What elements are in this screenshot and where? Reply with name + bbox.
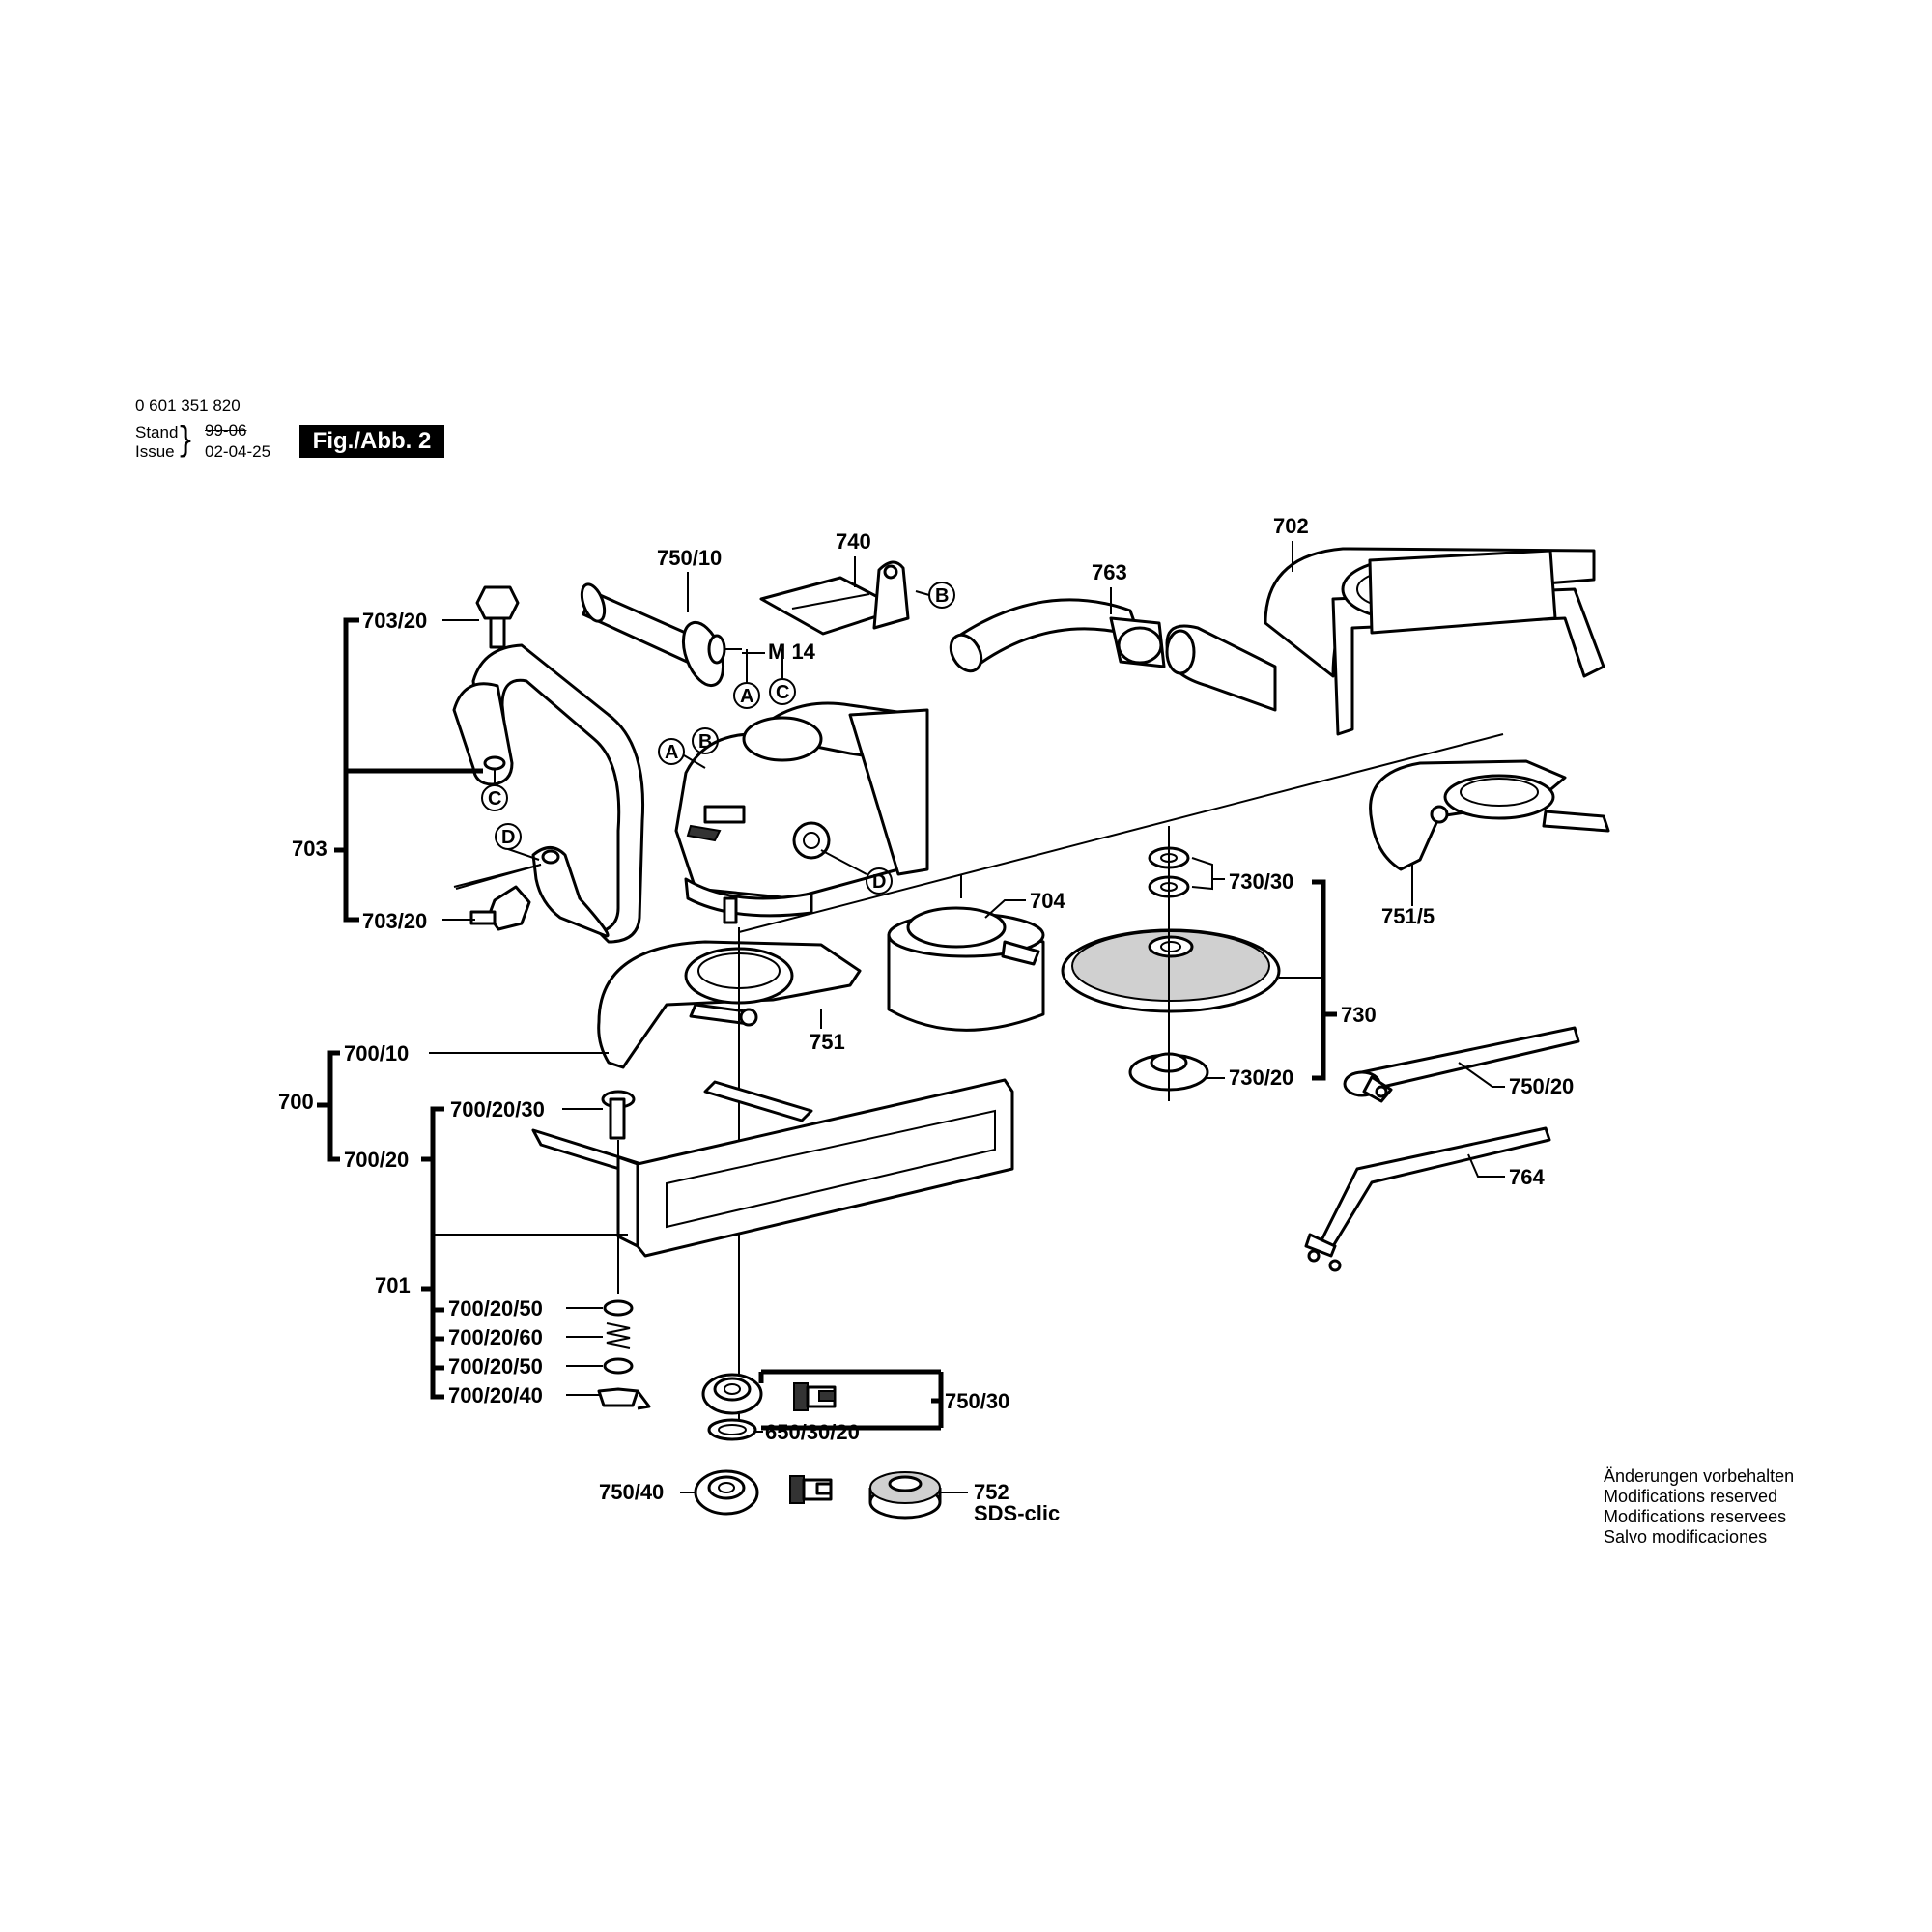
leaders-callouts: [494, 590, 930, 875]
callout-d-2: D: [866, 867, 893, 895]
label-751: 751: [810, 1030, 845, 1054]
bracket-750-30: [758, 1369, 944, 1431]
label-m14: M 14: [768, 639, 816, 664]
bolt-700-20-30: [601, 1090, 636, 1140]
notice-line-en: Modifications reserved: [1604, 1487, 1778, 1506]
part-number: 0 601 351 820: [135, 396, 241, 414]
label-751-5: 751/5: [1381, 904, 1435, 928]
flange-icon-750-40: [789, 1475, 833, 1504]
label-750-10: 750/10: [657, 546, 722, 570]
bracket-703: [334, 617, 483, 923]
label-702: 702: [1273, 514, 1309, 538]
side-handle-750-10: [580, 582, 742, 688]
nut-752-sds-clic: [868, 1471, 942, 1520]
label-704: 704: [1030, 889, 1065, 913]
label-764: 764: [1509, 1165, 1545, 1189]
leader-764: [1467, 1153, 1505, 1178]
leader-730-30: [1191, 857, 1225, 891]
label-700-20-50-b: 700/20/50: [448, 1354, 543, 1378]
issue-label: Issue: [135, 442, 175, 461]
label-700-10: 700/10: [344, 1041, 409, 1065]
svg-text:A: A: [665, 742, 678, 763]
figure-label: Fig./Abb. 2: [299, 425, 444, 458]
brace-glyph: }: [180, 418, 192, 458]
svg-text:D: D: [872, 871, 886, 893]
callout-b-2: B: [692, 727, 719, 754]
stand-value: 99-06: [205, 421, 247, 440]
svg-text:B: B: [698, 731, 712, 753]
label-750-30: 750/30: [945, 1389, 1009, 1413]
label-701: 701: [375, 1273, 411, 1297]
bolt-703-20-bottom: [469, 885, 531, 931]
callout-c-1: C: [769, 678, 796, 705]
washer-700-20-50-b: [603, 1357, 634, 1375]
label-752: 752: [974, 1480, 1009, 1504]
label-730-20: 730/20: [1229, 1065, 1293, 1090]
spanner-750-20: [1343, 1026, 1580, 1103]
flange-icon-750-30: [793, 1382, 837, 1411]
hose-763: [949, 598, 1166, 673]
cup-guard-704: [887, 906, 1045, 1032]
label-700-20-60: 700/20/60: [448, 1325, 543, 1350]
carriage-700-20: [531, 1078, 1014, 1258]
bracket-700: [317, 1050, 340, 1162]
svg-text:D: D: [501, 827, 515, 848]
svg-text:C: C: [776, 682, 789, 703]
callout-c-2: C: [481, 784, 508, 811]
dust-guard-702: [1165, 547, 1605, 736]
leader-704: [984, 899, 1026, 919]
guard-751-5: [1369, 759, 1610, 871]
label-700-20-30: 700/20/30: [450, 1097, 545, 1122]
label-650-30-20: 650/30/20: [765, 1420, 860, 1444]
svg-text:B: B: [935, 585, 949, 607]
svg-text:C: C: [488, 788, 501, 810]
leader-703-20-bottom: [442, 864, 542, 921]
wing-nut-700-20-40: [597, 1387, 651, 1410]
label-sds-clic: SDS-clic: [974, 1501, 1060, 1525]
label-750-40: 750/40: [599, 1480, 664, 1504]
svg-text:A: A: [740, 686, 753, 707]
bolt-703-20-top: [475, 585, 520, 649]
label-730: 730: [1341, 1003, 1377, 1027]
label-763: 763: [1092, 560, 1127, 584]
label-700-20: 700/20: [344, 1148, 409, 1172]
label-740: 740: [836, 529, 871, 554]
label-750-20: 750/20: [1509, 1074, 1574, 1098]
callout-a-2: A: [658, 738, 685, 765]
label-703: 703: [292, 837, 327, 861]
bracket-740: [759, 560, 910, 636]
bracket-700-20: [421, 1106, 444, 1400]
issue-value: 02-04-25: [205, 442, 271, 461]
angle-grinder-body: [674, 701, 929, 924]
notice-line-fr: Modifications reservees: [1604, 1507, 1787, 1526]
leader-700-20-parts: [566, 1307, 603, 1396]
stand-label: Stand: [135, 423, 179, 441]
spring-700-20-60: [606, 1322, 631, 1349]
label-730-30: 730/30: [1229, 869, 1293, 894]
label-700: 700: [278, 1090, 314, 1114]
label-703-20-bottom: 703/20: [362, 909, 427, 933]
notice-line-es: Salvo modificaciones: [1604, 1527, 1768, 1547]
leader-long-diagonal: [738, 733, 1504, 933]
leader-750-20: [1458, 1062, 1505, 1088]
o-ring-650-30-20: [707, 1418, 757, 1441]
modification-notice: Änderungen vorbehalten Modifications res…: [1604, 1466, 1794, 1548]
callout-b-1: B: [928, 582, 955, 609]
label-700-20-40: 700/20/40: [448, 1383, 543, 1407]
label-703-20-top: 703/20: [362, 609, 427, 633]
callout-d-1: D: [495, 823, 522, 850]
flange-750-40: [694, 1469, 759, 1516]
notice-line-de: Änderungen vorbehalten: [1604, 1466, 1795, 1486]
disc-730: [1061, 928, 1281, 1013]
flange-750-30: [701, 1373, 763, 1415]
washer-700-20-50-a: [603, 1299, 634, 1317]
bracket-730: [1312, 879, 1337, 1081]
spanner-764: [1304, 1126, 1551, 1272]
label-700-20-50-a: 700/20/50: [448, 1296, 543, 1321]
callout-a-1: A: [733, 682, 760, 709]
